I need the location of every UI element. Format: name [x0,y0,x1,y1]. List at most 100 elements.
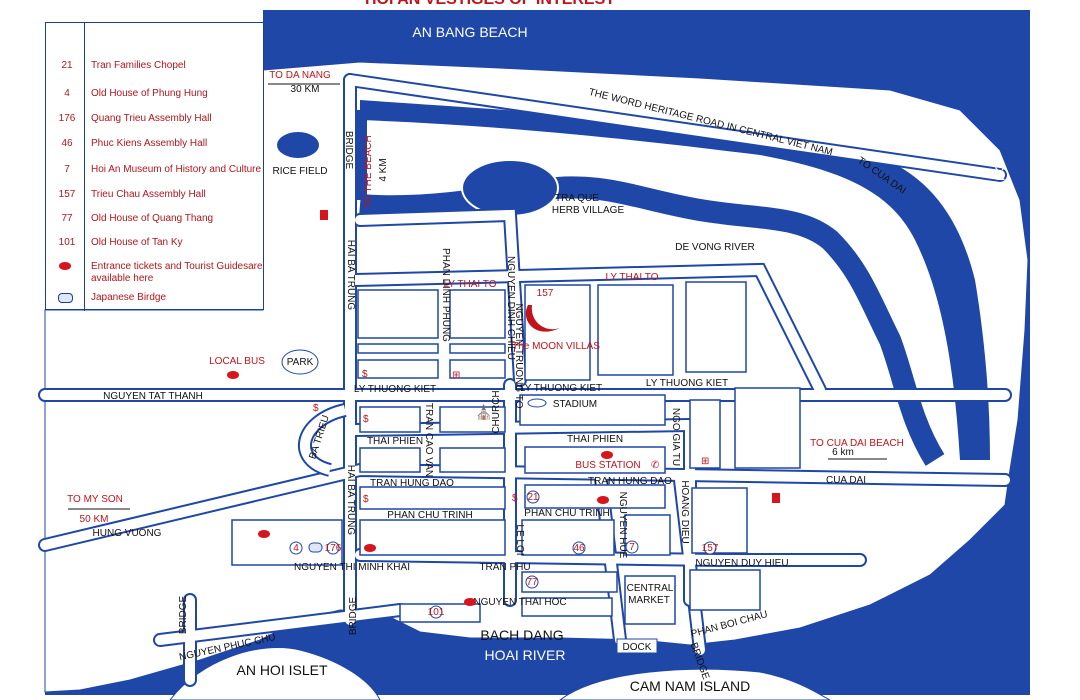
hotel-name: The MOON VILLAS [512,341,600,352]
dollar-icon: $ [362,369,368,380]
legend-bridge-label: Japanese Birdge [91,292,167,303]
road-tran-phu: TRAN PHU [479,562,530,573]
cam-nam-island-shape [559,668,831,700]
cam-nam-island-label: CAM NAM ISLAND [630,678,751,694]
dock-box [616,638,658,654]
utility-symbols: $ $ $ $ $ ⊞ ⊞ ✆ [313,210,780,505]
legend-item: Japanese Birdge [46,287,265,311]
map-title: HOI AN VESTIGES OF INTEREST [365,0,615,8]
legend-item: 157 Trieu Chau Assembly Hall [46,184,265,208]
legend-num: 46 [61,138,73,149]
road-hung-vuong: HUNG VUONG [93,528,162,539]
city-blocks [231,281,801,625]
road-ly-thuong-kiet-east: LY THUONG KIET [646,378,728,389]
road-hai-ba-trung-south: HAI BA TRUNG [345,465,356,536]
legend-num: 77 [61,213,73,224]
rice-field-label: RICE FIELD [272,166,327,177]
road-nguyen-tat-thanh: NGUYEN TAT THANH [103,391,203,402]
road-cua-dai: CUA DAI [826,475,866,486]
road-phan-chu-trinh-west: PHAN CHU TRINH [387,510,472,521]
rice-field-pond [275,130,321,160]
legend-num: 7 [64,164,70,175]
road-to-my-son: TO MY SON [67,494,123,505]
road-cua-dai-km: 6 km [832,447,854,458]
road-ly-thai-to-east: LY THAI TO [606,272,659,283]
ticket-marker [601,451,613,459]
road-bridge-west: BRIDGE [178,596,189,635]
legend-tickets-label: Entrance tickets and Tourist Guidesare a… [91,261,263,284]
tra-que-label: TRA QUE [555,193,599,204]
signpost-icon [890,104,918,137]
road-tran-hung-dao-west: TRAN HUNG DAO [370,478,454,489]
legend-label: Trieu Chau Assembly Hall [91,189,206,200]
road-thai-phien-west: THAI PHIEN [367,436,423,447]
marker-21: 21 [527,492,539,503]
tra-que-pond [461,159,559,217]
road-da-nang-km: 30 KM [291,84,320,95]
road-bridge-north: BRIDGE [343,131,354,170]
compass-n: N [875,112,883,124]
marker-77: 77 [526,577,538,588]
legend-num: 101 [58,237,76,248]
park-area [281,349,319,375]
legend-label: Tran Families Chopel [91,60,186,71]
road-hoang-dieu: HOANG DIEU [679,480,690,543]
legend-item: 176 Quang Trieu Assembly Hall [46,108,265,132]
dollar-icon: $ [512,493,518,504]
marker-7: 7 [629,542,635,553]
compass: N [875,104,918,137]
cua-dai-beach-label: CUA DAI BEACH [992,161,1008,269]
road-thai-phien-east: THAI PHIEN [567,434,623,445]
road-phan-dinh-phung: PHAN DINH PHUNG [440,248,451,342]
stadium-icon [527,398,547,408]
road-phan-chu-trinh-east: PHAN CHU TRINH [524,508,609,519]
road-to-cua-dai-beach: TO CUA DAI BEACH [810,438,904,449]
legend-item: Entrance tickets and Tourist Guidesare a… [46,256,265,284]
road-nguyen-dinh-chieu: NGUYEN DINH CHIEU [505,256,516,360]
road-ngo-gia-tu: NGO GIA TU [670,408,681,466]
dollar-icon: $ [313,403,319,414]
ticket-marker [364,544,376,552]
legend-num: 176 [58,113,76,124]
fuel-icon [320,210,328,220]
hoai-river-label: HOAI RIVER [485,647,566,663]
legend-num: 157 [58,189,76,200]
dollar-icon: $ [363,414,369,425]
ticket-markers [227,371,613,606]
bus-station-label: BUS STATION [575,460,640,471]
numbered-markers: 21 46 7 157 77 101 4 176 [289,490,719,619]
legend-label: Old House of Tan Ky [91,237,183,248]
road-nguyen-thai-hoc: NGUYEN THAI HOC [473,597,566,608]
ticket-marker [597,496,609,504]
central-market-label-2: MARKET [628,595,670,606]
an-bang-beach-label: AN BANG BEACH [412,24,527,40]
marker-4: 4 [293,543,299,554]
central-market-label-1: CENTRAL [627,583,674,594]
hospital-icon: ⊞ [701,456,709,467]
road-ly-thai-to-west: LY THAI TO [444,279,497,290]
legend-label: Phuc Kiens Assembly Hall [91,138,208,149]
legend-item: 21 Tran Families Chopel [46,55,265,79]
road-to-beach-text: TO THE BEACH [363,135,374,209]
legend-num: 21 [61,60,73,71]
fuel-icon [772,493,780,503]
road-beach-km: 4 KM [378,158,389,181]
road-hai-ba-trung-north: HAI BA TRUNG [345,240,356,311]
road-to-da-nang: TO DA NANG [269,70,331,81]
road-my-son-km: 50 KM [80,514,109,525]
road-bach-dang: BACH DANG [480,627,563,643]
marker-101: 101 [428,607,445,618]
marker-157: 157 [702,543,719,554]
marker-46: 46 [573,543,585,554]
road-tran-cao-van: TRAN CAO VAN [423,403,434,477]
an-hoi-islet-label: AN HOI ISLET [236,662,327,678]
hotel-number: 157 [537,288,554,299]
dock-label: DOCK [623,642,652,653]
legend-label: Quang Trieu Assembly Hall [91,113,212,124]
legend-item: 46 Phuc Kiens Assembly Hall [46,133,265,157]
ticket-marker [227,371,239,379]
road-bridge-south: BRIDGE [348,597,359,636]
